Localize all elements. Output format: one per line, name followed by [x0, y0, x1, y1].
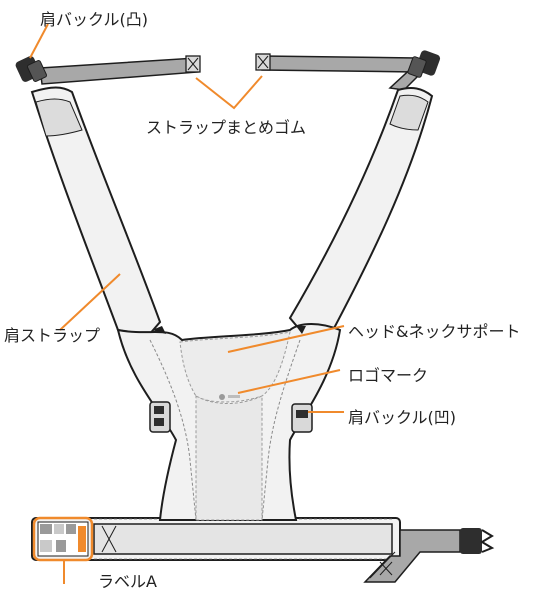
waist-buckle-icon: [460, 528, 495, 554]
label-shoulder-buckle-concave: 肩バックル(凹): [348, 408, 457, 427]
label-shoulder-buckle-convex: 肩バックル(凸): [40, 10, 149, 29]
side-buckle-right-icon: [291, 403, 313, 433]
carrier-body-panel: [116, 323, 342, 521]
shoulder-buckle-right-icon: [407, 50, 441, 78]
label-shoulder-strap: 肩ストラップ: [4, 326, 101, 345]
left-shoulder-pad: [30, 86, 162, 338]
label-logo-mark: ロゴマーク: [348, 366, 429, 385]
side-buckle-left-icon: [149, 401, 171, 433]
strap-keeper-right-icon: [255, 53, 271, 71]
waist-belt: [31, 517, 495, 583]
strap-keeper-left-icon: [185, 55, 201, 73]
strap-webbing: [39, 53, 435, 91]
label-strap-keeper-elastic: ストラップまとめゴム: [146, 118, 307, 137]
label-a-patch: [37, 521, 89, 557]
label-head-neck-support: ヘッド&ネックサポート: [348, 322, 521, 341]
logo-mark-icon: [219, 394, 240, 400]
shoulder-buckle-left-icon: [15, 56, 47, 82]
right-shoulder-pad: [288, 87, 434, 334]
label-label-a: ラベルA: [98, 572, 157, 591]
leader-lines: [29, 23, 345, 584]
